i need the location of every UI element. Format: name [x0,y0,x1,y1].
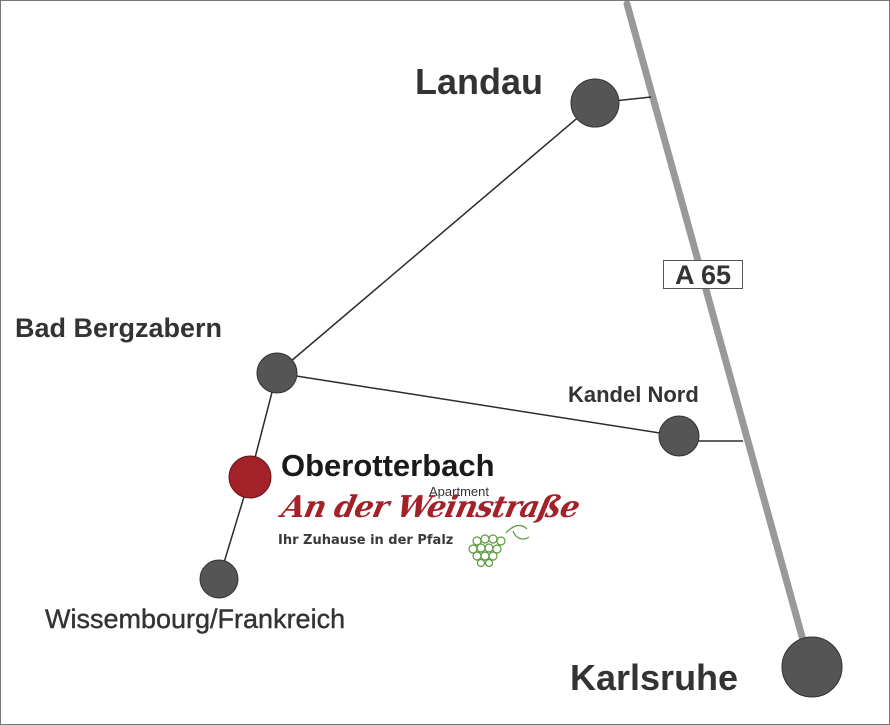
marker-wissembourg [199,559,239,599]
marker-karlsruhe [781,636,843,698]
marker-landau [570,78,620,128]
marker-oberotterbach [228,455,272,499]
road-bergzabern-kandel [276,372,680,437]
marker-kandel-nord [658,415,700,457]
road-landau-bergzabern [276,102,596,374]
label-karlsruhe: Karlsruhe [570,657,739,698]
grape-cluster-icon [468,524,530,568]
label-bad-bergzabern: Bad Bergzabern [15,313,223,343]
logo-script: An der Weinstraße [278,490,583,525]
logo-tagline: Ihr Zuhause in der Pfalz [278,533,454,548]
label-kandel-nord: Kandel Nord [568,382,699,407]
label-landau: Landau [415,61,544,102]
motorway-sign-a65: A 65 [663,260,743,289]
label-oberotterbach: Oberotterbach [281,448,495,483]
label-wissembourg: Wissembourg/Frankreich [45,604,346,634]
logo-subtitle: Apartment [429,484,489,499]
motorway-a65-line [623,1,810,655]
marker-bad-bergzabern [256,352,298,394]
